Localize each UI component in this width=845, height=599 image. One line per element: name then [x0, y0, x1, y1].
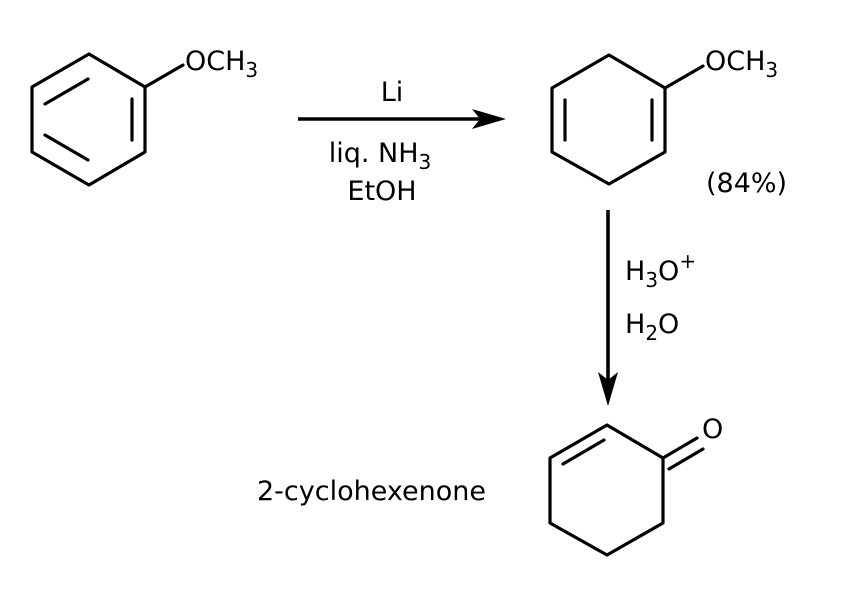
double-bond-upper-left — [43, 77, 90, 106]
cyclohexadiene-ring — [550, 53, 667, 186]
carbonyl-bond-1 — [661, 436, 699, 460]
product-name-label: 2-cyclohexenone — [257, 476, 486, 507]
benzene-ring — [30, 52, 147, 187]
methoxy-label: OCH3 — [705, 46, 778, 82]
reaction-arrow-step2: H3O+ H2O — [598, 210, 696, 406]
cyclohexenone-structure: O 2-cyclohexenone — [257, 414, 723, 557]
c-o-bond — [143, 63, 185, 89]
arrowhead-icon — [472, 109, 506, 129]
cyclohexenone-ring — [548, 423, 665, 557]
reagent-etoh: EtOH — [347, 176, 416, 207]
reagent-li: Li — [381, 77, 404, 108]
arrowhead-icon — [598, 372, 618, 406]
carbonyl-oxygen-label: O — [702, 414, 723, 445]
reagent-liq-nh3: liq. NH3 — [329, 138, 432, 174]
reagent-h3o-plus: H3O+ — [625, 249, 696, 292]
c-o-bond — [663, 64, 705, 90]
reagent-h2o: H2O — [625, 309, 679, 345]
carbonyl-bond-2 — [667, 447, 705, 471]
cyclohexadiene-structure: OCH3 (84%) — [550, 46, 787, 199]
double-bond-alkene — [561, 438, 606, 466]
reaction-arrow-step1: Li liq. NH3 EtOH — [298, 77, 506, 207]
anisole-structure: OCH3 — [30, 46, 258, 187]
double-bond-lower-left — [43, 133, 90, 162]
methoxy-label: OCH3 — [185, 46, 258, 82]
yield-label: (84%) — [706, 168, 787, 199]
